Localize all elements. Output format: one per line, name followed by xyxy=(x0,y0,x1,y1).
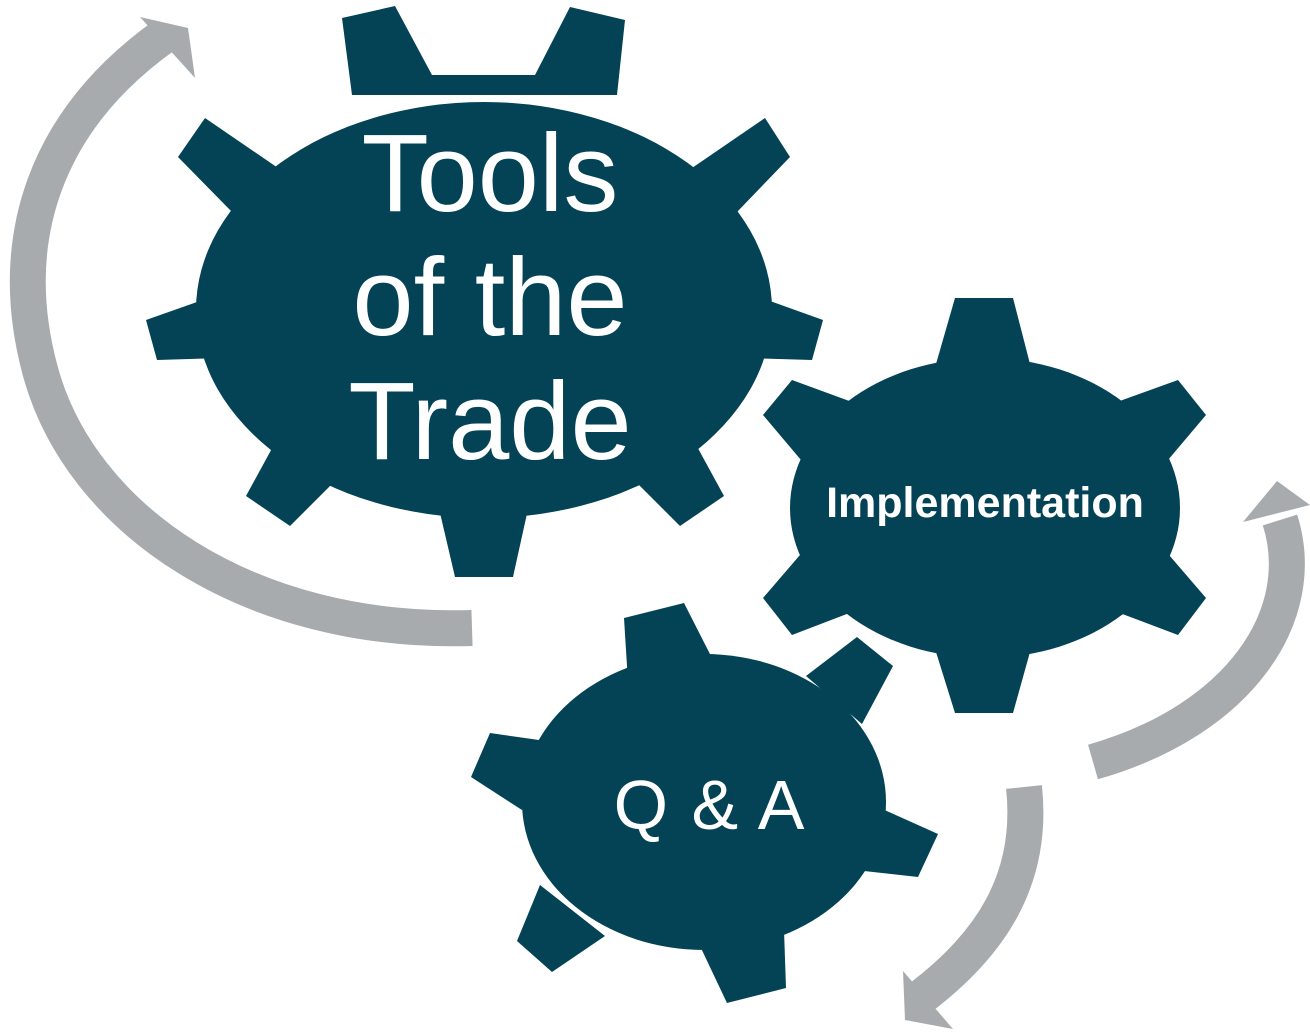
gear-implementation xyxy=(763,298,1206,713)
curved-arrow-right-up-icon xyxy=(1088,481,1310,780)
gear-label-qa: Q & A xyxy=(613,766,807,844)
gear-label-tools-of-the-trade: Tools of the Trade xyxy=(330,112,650,484)
curved-arrow-down-left-icon xyxy=(903,785,1044,1029)
gear-tools-of-the-trade xyxy=(146,6,823,577)
gear-label-line: Trade xyxy=(348,360,632,483)
gear-label-line: of the xyxy=(352,236,628,359)
curved-arrow-up-icon xyxy=(9,17,473,647)
gears-group xyxy=(146,6,1206,1003)
arrows-group xyxy=(9,17,1310,1029)
gear-qa xyxy=(471,603,938,1003)
gear-label-implementation: Implementation xyxy=(826,479,1144,527)
gear-label-line: Tools xyxy=(361,112,619,235)
